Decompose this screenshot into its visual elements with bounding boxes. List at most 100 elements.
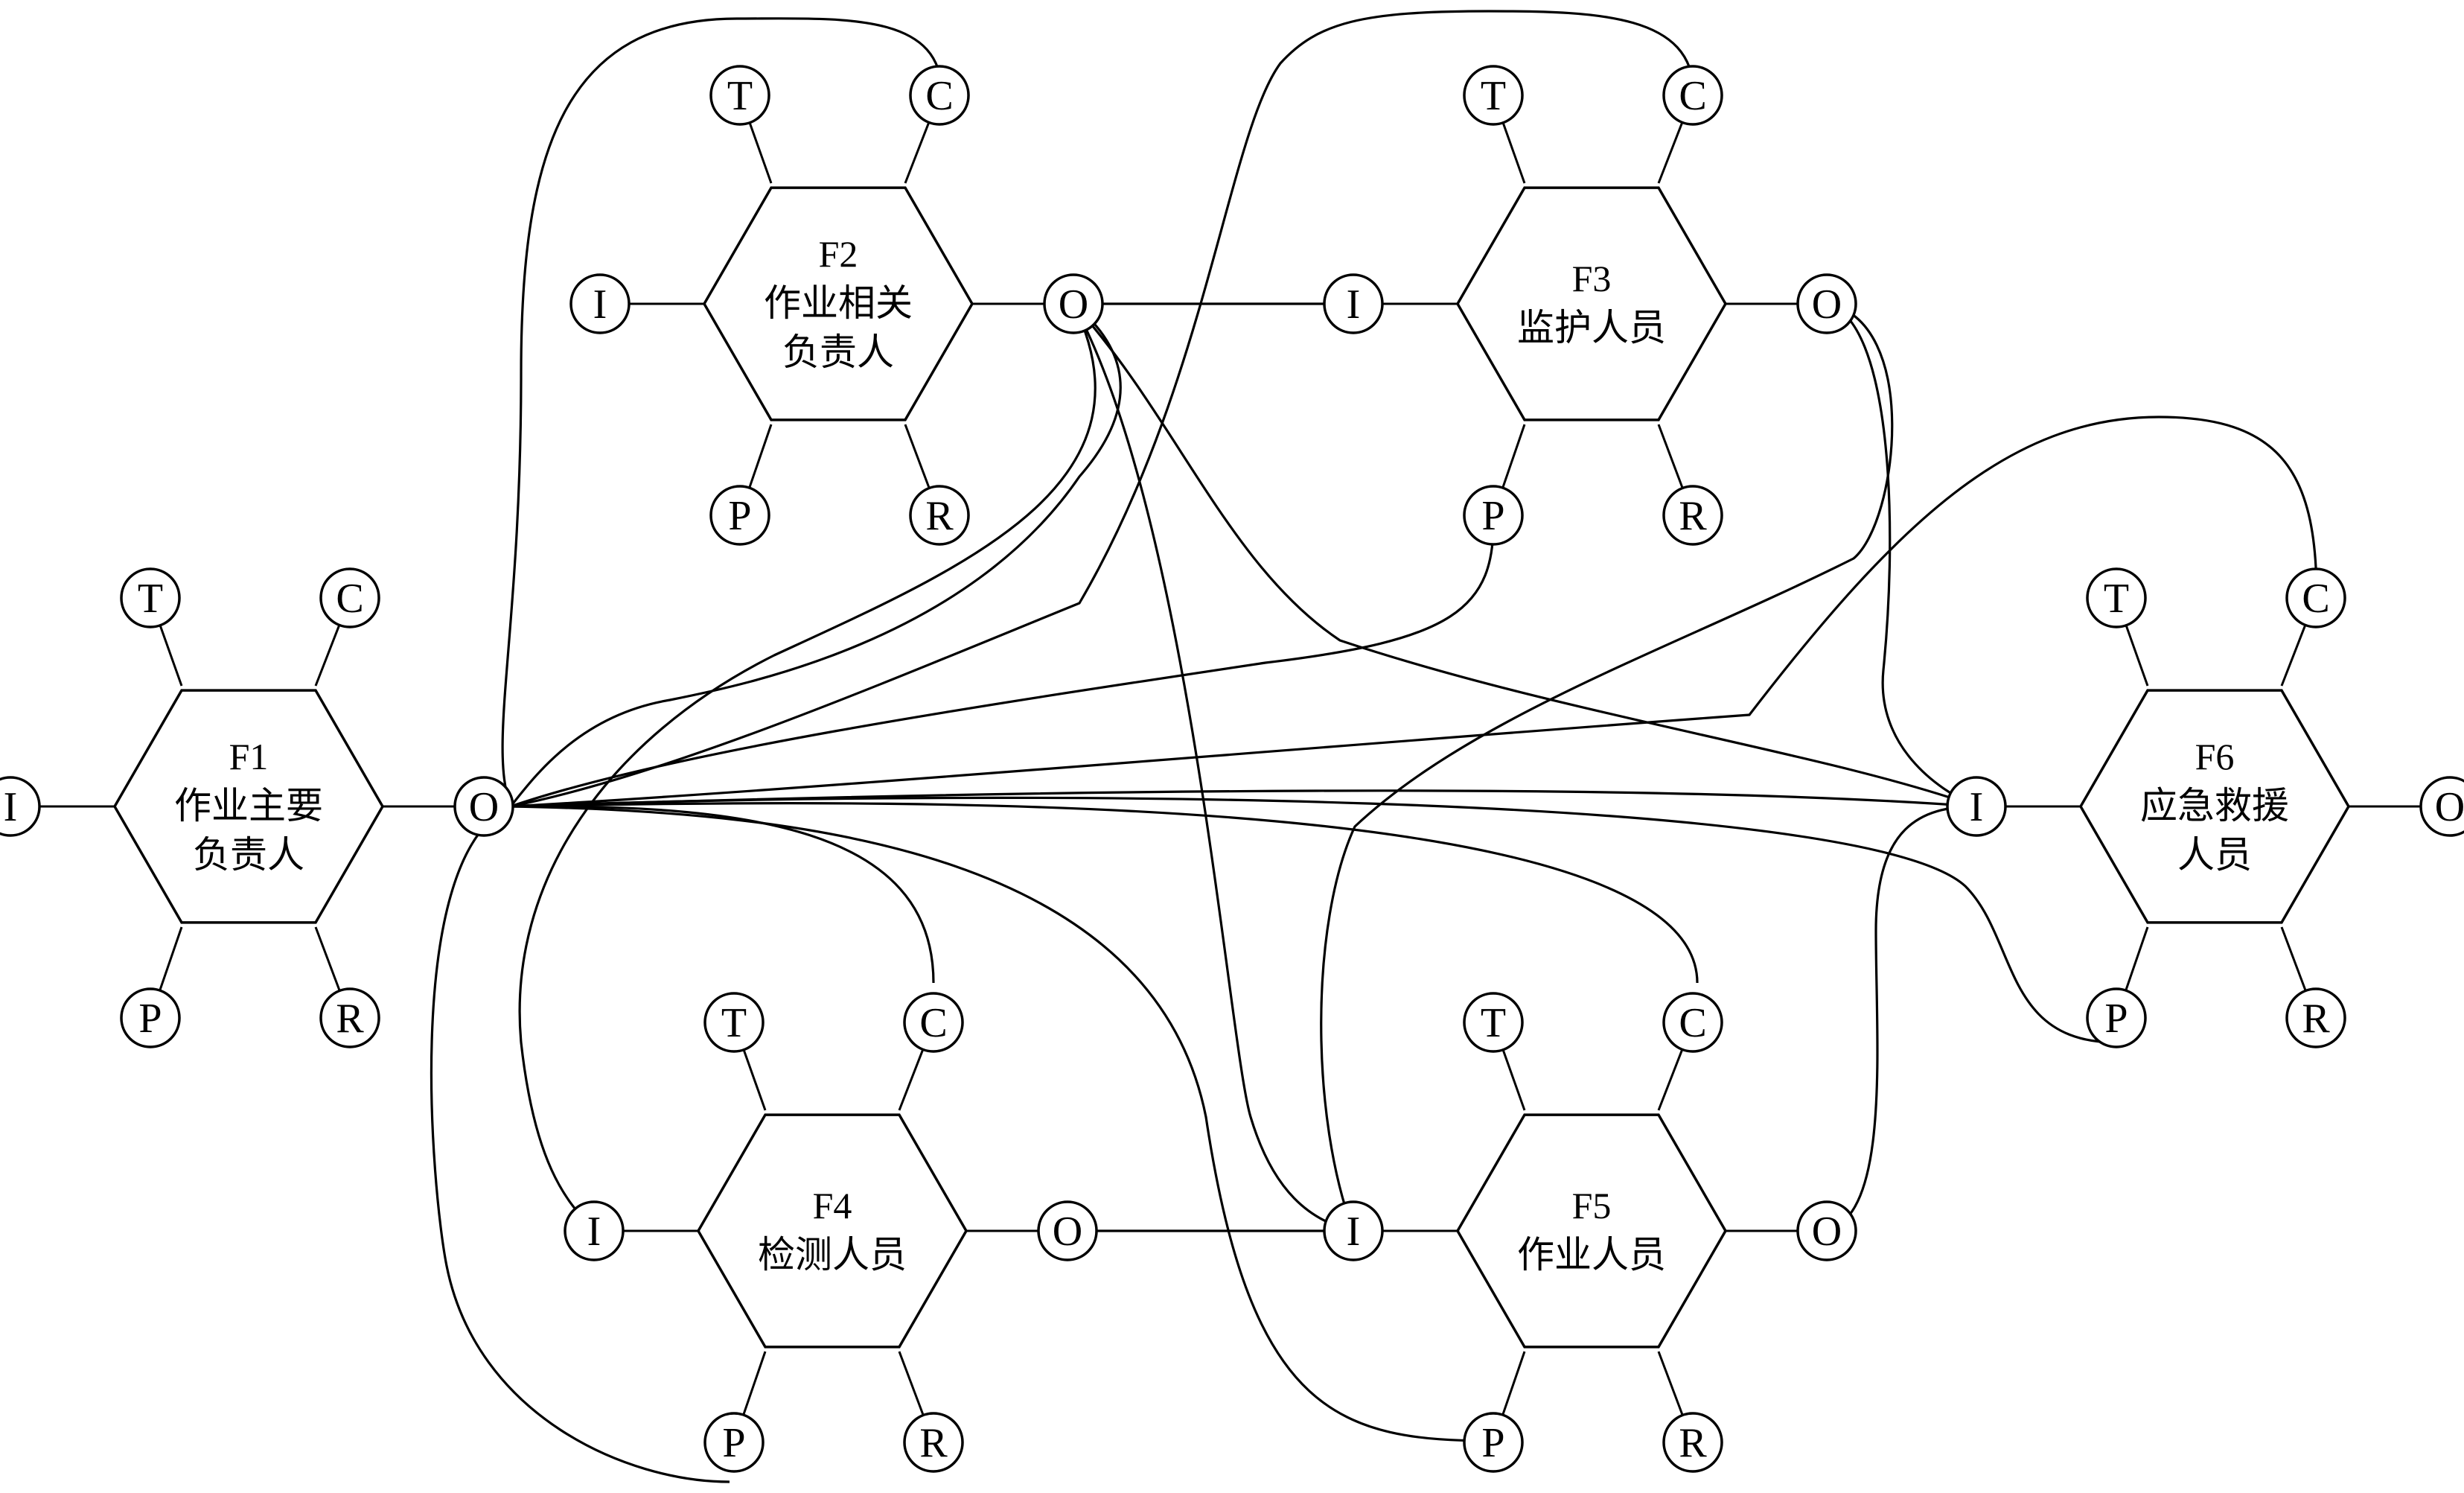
port-r-f2[interactable]: R [909,485,970,546]
port-circle[interactable] [1463,65,1524,126]
port-p-f5[interactable]: P [1463,1412,1524,1473]
port-i-f4[interactable]: I [564,1200,625,1261]
port-circle[interactable] [1796,273,1857,334]
port-circle[interactable] [453,776,514,837]
function-hexagon[interactable] [1455,186,1728,421]
port-o-f6[interactable]: O [2419,776,2464,837]
function-hexagon[interactable] [112,689,385,924]
port-circle[interactable] [1463,992,1524,1053]
port-c-f4[interactable]: C [903,992,964,1053]
function-hexagon[interactable] [696,1113,968,1349]
port-r-f4[interactable]: R [903,1412,964,1473]
port-circle[interactable] [1662,1412,1723,1473]
port-letter: T [138,576,163,622]
port-letter: C [925,73,953,119]
port-circle[interactable] [1323,273,1384,334]
connection-f1-o-to-f5-p [510,805,1494,1442]
port-circle[interactable] [1037,1200,1098,1261]
port-circle[interactable] [909,485,970,546]
port-p-f2[interactable]: P [709,485,770,546]
port-circle[interactable] [903,1412,964,1473]
port-p-f1[interactable]: P [120,987,181,1048]
function-label-line: 作业主要 [174,784,323,827]
port-letter: R [925,493,954,539]
port-circle[interactable] [1796,1200,1857,1261]
port-t-f4[interactable]: T [703,992,765,1053]
port-circle[interactable] [2285,567,2346,628]
port-c-f2[interactable]: C [909,65,970,126]
port-i-f2[interactable]: I [569,273,631,334]
port-r-f6[interactable]: R [2285,987,2346,1048]
port-r-f3[interactable]: R [1662,485,1723,546]
port-circle[interactable] [2285,987,2346,1048]
port-t-f3[interactable]: T [1463,65,1524,126]
port-i-f5[interactable]: I [1323,1200,1384,1261]
port-circle[interactable] [903,992,964,1053]
port-c-f5[interactable]: C [1662,992,1723,1053]
port-t-f1[interactable]: T [120,567,181,628]
port-circle[interactable] [120,567,181,628]
port-i-f6[interactable]: I [1946,776,2007,837]
port-circle[interactable] [909,65,970,126]
function-hexagon[interactable] [1455,1113,1728,1349]
port-circle[interactable] [703,1412,765,1473]
port-t-f6[interactable]: T [2086,567,2147,628]
port-circle[interactable] [319,567,380,628]
port-o-f3[interactable]: O [1796,273,1857,334]
port-circle[interactable] [1323,1200,1384,1261]
port-circle[interactable] [2419,776,2464,837]
port-letter: I [4,784,18,830]
port-circle[interactable] [1463,1412,1524,1473]
port-circle[interactable] [1662,992,1723,1053]
connection-f5-o-to-f6-i [1826,805,1977,1232]
port-circle[interactable] [1662,485,1723,546]
connection-f1-o-to-f4-p [430,805,730,1483]
port-circle[interactable] [1463,485,1524,546]
function-hexagon[interactable] [702,186,974,421]
port-p-f4[interactable]: P [703,1412,765,1473]
port-i-f3[interactable]: I [1323,273,1384,334]
port-circle[interactable] [1946,776,2007,837]
port-circle[interactable] [569,273,631,334]
port-p-f3[interactable]: P [1463,485,1524,546]
port-circle[interactable] [2086,987,2147,1048]
port-i-f1[interactable]: I [0,776,41,837]
port-o-f1[interactable]: O [453,776,514,837]
port-letter: P [1481,1420,1504,1466]
port-c-f3[interactable]: C [1662,65,1723,126]
connection-f3-o-to-f6-i [1826,302,1977,808]
function-hexagon[interactable] [2078,689,2351,924]
port-circle[interactable] [709,65,770,126]
port-circle[interactable] [1043,273,1104,334]
port-circle[interactable] [709,485,770,546]
port-o-f5[interactable]: O [1796,1200,1857,1261]
port-circle[interactable] [319,987,380,1048]
port-letter: I [1347,281,1361,328]
port-letter: O [1812,1209,1842,1255]
port-circle[interactable] [1662,65,1723,126]
port-letter: T [721,1000,747,1046]
port-o-f4[interactable]: O [1037,1200,1098,1261]
port-circle[interactable] [0,776,41,837]
port-circle[interactable] [120,987,181,1048]
port-t-f2[interactable]: T [709,65,770,126]
port-o-f2[interactable]: O [1043,273,1104,334]
port-c-f1[interactable]: C [319,567,380,628]
port-letter: I [1347,1209,1361,1255]
port-circle[interactable] [703,992,765,1053]
port-circle[interactable] [564,1200,625,1261]
port-c-f6[interactable]: C [2285,567,2346,628]
port-r-f5[interactable]: R [1662,1412,1723,1473]
port-r-f1[interactable]: R [319,987,380,1048]
port-circle[interactable] [2086,567,2147,628]
spoke-p [1501,424,1526,488]
port-p-f6[interactable]: P [2086,987,2147,1048]
port-t-f5[interactable]: T [1463,992,1524,1053]
